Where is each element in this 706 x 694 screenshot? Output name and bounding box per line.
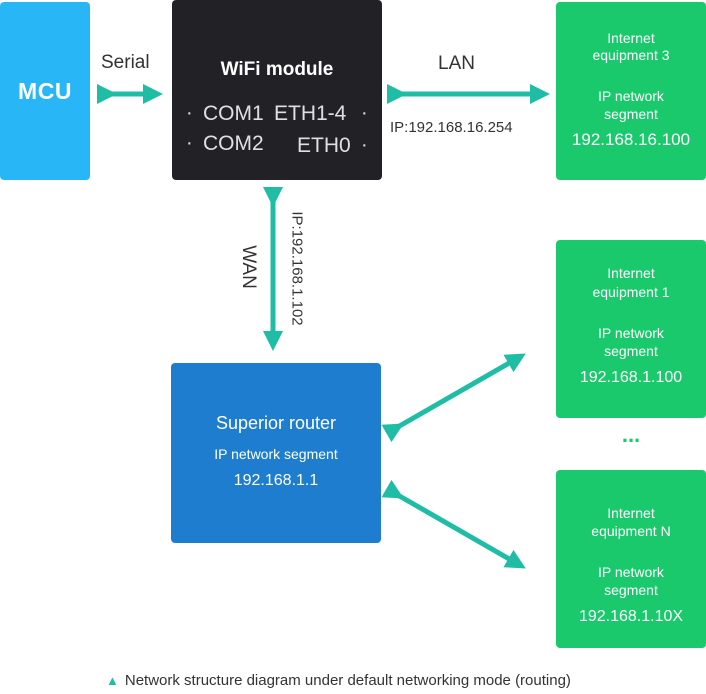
caption-marker-icon: ▲ — [106, 673, 119, 688]
equip3-seg2: segment — [604, 106, 658, 122]
equip1-seg1: IP network — [598, 325, 664, 341]
mcu-box: MCU — [0, 2, 90, 180]
com1-dot: · — [186, 102, 193, 124]
equip1-line1: Internet — [607, 265, 655, 281]
router-title: Superior router — [215, 413, 337, 433]
internet-equipment-n: Internet equipment N IP network segment … — [556, 470, 706, 648]
com2-dot: · — [186, 132, 193, 154]
equip3-seg1: IP network — [598, 88, 664, 104]
internet-equipment-1: Internet equipment 1 IP network segment … — [556, 240, 706, 418]
lan-ip: IP:192.168.16.254 — [390, 119, 513, 136]
wifi-module-box: WiFi module · COM1 ETH1-4 · · COM2 ETH0 … — [172, 0, 382, 180]
equipN-ip: 192.168.1.10X — [578, 608, 684, 625]
mcu-label: MCU — [18, 77, 72, 104]
equip3-ip: 192.168.16.100 — [571, 130, 691, 149]
eth14-label: ETH1-4 — [274, 102, 347, 125]
lan-label: LAN — [438, 53, 475, 74]
equipN-line1: Internet — [607, 505, 655, 521]
com1-label: COM1 — [203, 102, 264, 125]
equip1-seg2: segment — [604, 343, 658, 359]
wifi-module-title: WiFi module — [220, 59, 334, 80]
equipN-line2: equipment N — [591, 523, 671, 539]
caption: ▲ Network structure diagram under default… — [106, 672, 571, 689]
equipN-seg1: IP network — [598, 564, 664, 580]
router-segment: IP network segment — [214, 446, 338, 462]
eth0-label: ETH0 — [297, 134, 351, 157]
equip3-line2: equipment 3 — [592, 47, 670, 63]
com2-label: COM2 — [203, 132, 264, 155]
eth0-dot: · — [361, 134, 368, 156]
wan-ip: IP:192.168.1.102 — [288, 211, 306, 326]
router-ip: 192.168.1.1 — [233, 472, 319, 489]
superior-router-box: Superior router IP network segment 192.1… — [171, 363, 381, 543]
router-equipN-arrow — [381, 479, 526, 569]
equip3-line1: Internet — [607, 30, 655, 46]
serial-label: Serial — [101, 52, 150, 73]
caption-text: Network structure diagram under default … — [124, 672, 571, 689]
internet-equipment-3: Internet equipment 3 IP network segment … — [556, 2, 706, 180]
equip1-ip: 192.168.1.100 — [579, 369, 683, 386]
equipN-seg2: segment — [604, 582, 658, 598]
equip1-line2: equipment 1 — [592, 284, 670, 300]
router-equip1-arrow — [381, 353, 526, 443]
wan-label: WAN — [237, 245, 259, 289]
eth14-dot: · — [361, 102, 368, 124]
more-equipment-ellipsis: ... — [621, 422, 641, 447]
